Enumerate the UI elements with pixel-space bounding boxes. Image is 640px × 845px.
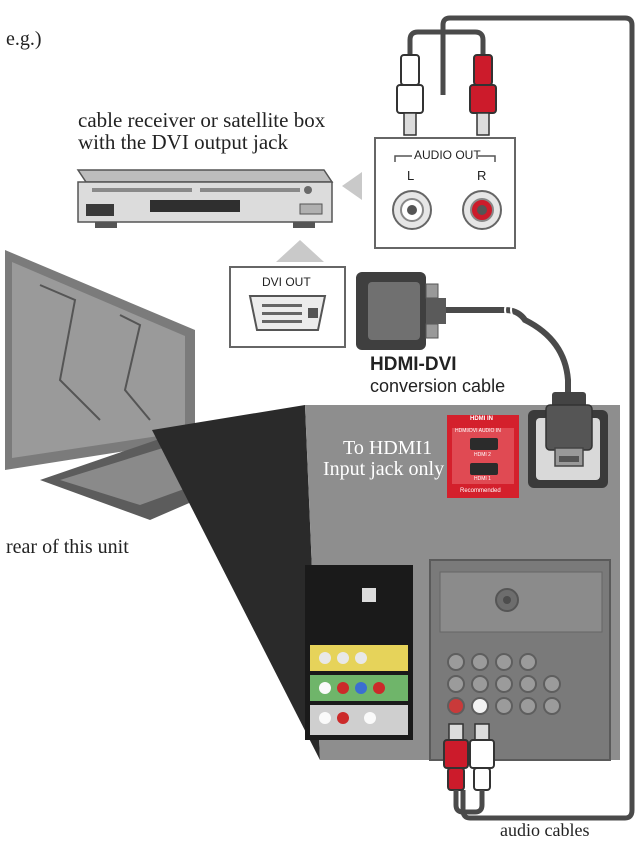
cable-label-line2: conversion cable <box>370 376 506 396</box>
hdmi-port-1-label: HDMI 1 <box>474 476 491 482</box>
rca-plug-red-top <box>469 54 497 136</box>
hdmi-note-line1: To HDMI1 <box>343 437 433 459</box>
zoom-wedge <box>152 405 320 760</box>
hdmi-panel-subtitle: HDMI/DVI AUDIO IN <box>455 428 501 434</box>
hdmi-panel-title: HDMI IN <box>470 416 493 422</box>
cable-label-line1: HDMI-DVI <box>370 354 457 375</box>
audio-cable-loop <box>440 15 635 821</box>
hdmi-input-panel <box>447 415 519 498</box>
audio-cables-label: audio cables <box>500 820 590 840</box>
rca-plug-red-bottom <box>443 723 469 791</box>
device-label-line2: with the DVI output jack <box>78 130 288 154</box>
arrow-up-to-box <box>276 240 324 262</box>
audio-out-left-label: L <box>407 168 415 183</box>
av-jack-panel <box>305 565 413 740</box>
audio-out-title: AUDIO OUT <box>414 148 481 162</box>
dvi-out-label: DVI OUT <box>262 275 311 289</box>
device-label-line1: cable receiver or satellite box <box>78 108 326 132</box>
set-top-box <box>76 169 334 228</box>
dvi-plug <box>356 272 446 350</box>
tv-rear-label: rear of this unit <box>6 536 129 558</box>
example-label: e.g.) <box>6 28 42 50</box>
hdmi-note-line2: Input jack only <box>323 458 445 480</box>
hdmi-port-2-label: HDMI 2 <box>474 452 491 458</box>
audio-out-box <box>374 137 516 249</box>
dvi-out-box <box>229 266 346 348</box>
rca-plug-white-bottom <box>469 723 495 791</box>
arrow-to-audio-out <box>342 172 362 200</box>
rca-plug-white-top <box>396 54 424 136</box>
audio-out-right-label: R <box>477 168 487 183</box>
hdmi-panel-footer: Recommended <box>460 488 501 494</box>
hdmi-plug <box>545 392 593 467</box>
